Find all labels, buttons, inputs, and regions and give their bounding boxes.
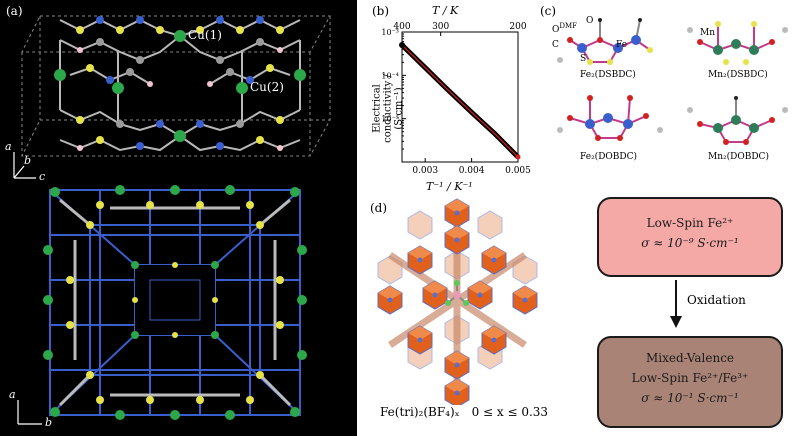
panel-d-caption: Fe(tri)₂(BF₄)ₓ 0 ≤ x ≤ 0.33 <box>380 405 548 419</box>
atom-label-fe: Fe <box>616 40 628 50</box>
axis-c-label-top: c <box>39 170 46 183</box>
panel-c-clusters: (c) <box>540 0 799 190</box>
panel-a-structure-drawing <box>13 15 331 425</box>
y-tick-label: 10⁻³ <box>381 28 399 37</box>
fit-line <box>401 44 519 158</box>
atoms-lower <box>43 185 307 420</box>
panel-a-label: (a) <box>6 4 23 18</box>
mn2-dobdc-cluster <box>687 96 788 145</box>
x-tick-label: 0.005 <box>505 166 531 176</box>
caption-range: 0 ≤ x ≤ 0.33 <box>471 405 549 419</box>
axis-triad-bottom <box>17 400 42 425</box>
name-mn2-dobdc: Mn₂(DOBDC) <box>708 152 769 162</box>
plot-frame <box>401 31 519 163</box>
axis-a-label-bottom: a <box>9 388 16 401</box>
cu1-label: Cu(1) <box>188 28 222 42</box>
axis-b-label-bottom: b <box>45 416 53 429</box>
unit-cell-box <box>21 15 331 157</box>
atom-label-mn: Mn <box>700 28 716 38</box>
atom-label-dmf: DMF <box>559 22 578 30</box>
mixed-valence-state-box: Mixed-Valence Low-Spin Fe²⁺/Fe³⁺ σ ≈ 10⁻… <box>597 336 783 428</box>
framework-grey-linkers <box>58 198 292 407</box>
oxidation-label: Oxidation <box>687 293 746 307</box>
top-axis-label: T / K <box>432 4 459 17</box>
top-tick-label: 200 <box>509 22 526 32</box>
pore-channel-inner <box>149 279 201 321</box>
atoms-upper <box>54 16 306 151</box>
atom-label-o: O <box>586 16 594 26</box>
ylabel-line2: conductivity / (S·cm⁻¹) <box>382 74 405 143</box>
panel-c-label: (c) <box>540 4 557 18</box>
box1-sigma: σ ≈ 10⁻⁹ S·cm⁻¹ <box>641 236 739 250</box>
x-axis-title: T⁻¹ / K⁻¹ <box>426 180 473 193</box>
x-tick-label: 0.004 <box>459 166 485 176</box>
y-axis-title: Electrical conductivity / (S·cm⁻¹) <box>372 59 405 159</box>
mn2-dsbdc-cluster <box>687 21 788 65</box>
name-fe2-dsbdc: Fe₂(DSBDC) <box>580 70 636 80</box>
top-tick-label: 300 <box>432 22 449 32</box>
data-start-point <box>399 42 405 49</box>
bf4-anion <box>445 280 469 306</box>
panel-d-label: (d) <box>370 201 388 215</box>
axis-a-label-top: a <box>5 140 12 153</box>
axis-triad-top <box>13 152 36 179</box>
atom-label-c: C <box>552 40 559 50</box>
box2-title: Mixed-Valence <box>645 351 735 365</box>
y-tick-label: 10⁻⁴ <box>381 71 399 80</box>
name-fe2-dobdc: Fe₂(DOBDC) <box>580 152 638 162</box>
cu2-label: Cu(2) <box>250 80 284 94</box>
fe2-dobdc-cluster <box>557 95 663 141</box>
panel-a-crystal-structure: (a) <box>0 0 357 436</box>
low-spin-state-box: Low-Spin Fe²⁺ σ ≈ 10⁻⁹ S·cm⁻¹ <box>597 197 783 277</box>
panel-d-framework: (d) <box>360 195 555 436</box>
caption-formula: Fe(tri)₂(BF₄)ₓ <box>380 405 460 419</box>
box1-title: Low-Spin Fe²⁺ <box>646 216 734 230</box>
oxidation-arrow <box>670 280 682 328</box>
axis-b-label-top: b <box>24 154 32 167</box>
box2-spin: Low-Spin Fe²⁺/Fe³⁺ <box>631 371 749 385</box>
panel-b-label: (b) <box>372 4 390 18</box>
name-mn2-dsbdc: Mn₂(DSBDC) <box>708 70 768 80</box>
panel-b-conductivity-chart: (b) T / K 0.003 0.004 0.005 400 300 200 10⁻³ 10… <box>360 0 540 195</box>
y-tick-label: 10⁻⁵ <box>381 115 399 124</box>
data-end-point <box>515 154 521 160</box>
box2-sigma: σ ≈ 10⁻¹ S·cm⁻¹ <box>641 391 739 405</box>
chart-svg: 0.003 0.004 0.005 400 300 200 10⁻³ 10⁻⁴ 10⁻⁵ <box>381 22 531 176</box>
panel-d-drawing <box>377 198 538 405</box>
atom-label-o-dmf: ODMF <box>552 22 578 35</box>
x-tick-label: 0.003 <box>412 166 438 176</box>
top-tick-label: 400 <box>393 22 410 32</box>
panel-c-drawing <box>557 18 788 145</box>
ylabel-line1: Electrical <box>371 84 383 133</box>
atom-label-s: S <box>580 54 587 64</box>
fe2-dsbdc-cluster <box>557 18 653 65</box>
